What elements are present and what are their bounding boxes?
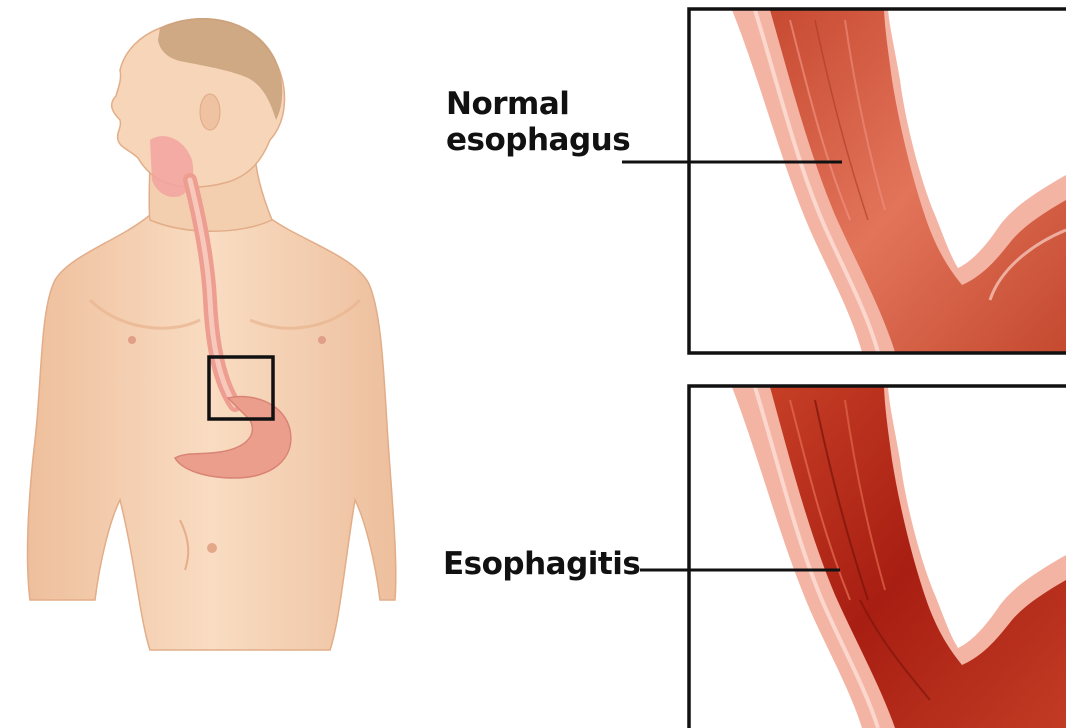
normal-esophagus-label: Normal esophagus [446,86,630,158]
normal-label-line1: Normal [446,86,630,122]
esophagitis-label: Esophagitis [443,546,640,582]
normal-label-line2: esophagus [446,122,630,158]
normal-esophagus-panel [689,9,1066,353]
ear [200,94,220,130]
human-torso-figure [28,18,396,650]
esophagitis-panel [689,386,1066,728]
